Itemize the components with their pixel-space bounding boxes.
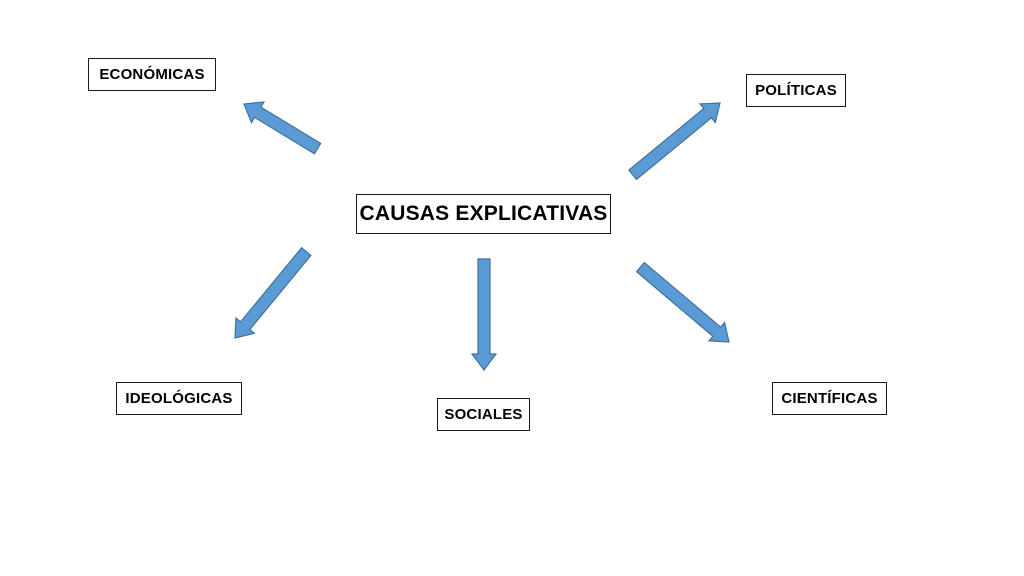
politicas-label: POLÍTICAS xyxy=(755,82,837,99)
central-concept-label: CAUSAS EXPLICATIVAS xyxy=(359,202,608,225)
sociales-label: SOCIALES xyxy=(444,406,523,423)
arrow-cientificas xyxy=(635,261,730,343)
arrow-economicas xyxy=(243,101,322,155)
arrow-sociales xyxy=(470,258,498,371)
central-concept-box: CAUSAS EXPLICATIVAS xyxy=(356,194,611,234)
sociales-box: SOCIALES xyxy=(437,398,530,431)
arrow-politicas xyxy=(628,102,721,181)
ideologicas-label: IDEOLÓGICAS xyxy=(125,390,233,407)
economicas-label: ECONÓMICAS xyxy=(99,66,205,83)
economicas-box: ECONÓMICAS xyxy=(88,58,216,91)
politicas-box: POLÍTICAS xyxy=(746,74,846,107)
cientificas-box: CIENTÍFICAS xyxy=(772,382,887,415)
ideologicas-box: IDEOLÓGICAS xyxy=(116,382,242,415)
cientificas-label: CIENTÍFICAS xyxy=(781,390,878,407)
arrow-ideologicas xyxy=(234,246,312,339)
